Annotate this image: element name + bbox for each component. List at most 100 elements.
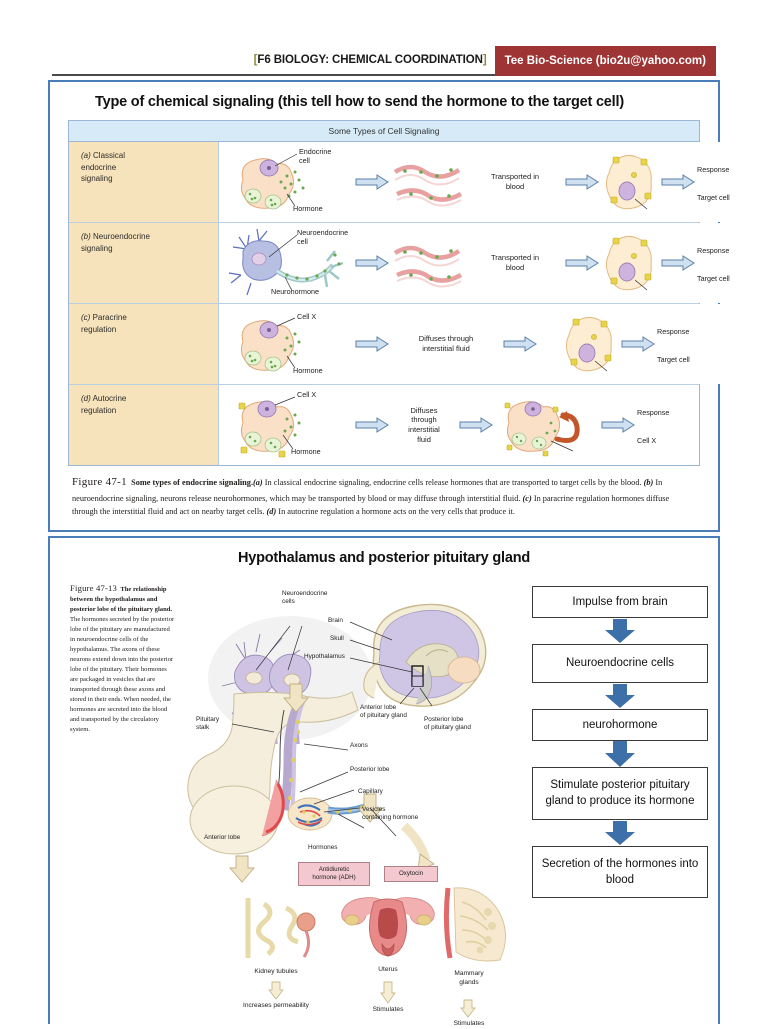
row-label-paracrine: (c) Paracrine regulation xyxy=(69,304,219,384)
label-hormone: Hormone xyxy=(291,447,321,456)
row-diagram-neuroendocrine: Neuroendocrine cell Neurohormone xyxy=(219,223,763,303)
label-neurohormone: Neurohormone xyxy=(271,287,319,296)
text-diffuses-interstitial: Diffuses through interstitial fluid xyxy=(408,405,440,444)
target-cell-illustration xyxy=(565,317,612,372)
target-cell-illustration xyxy=(605,236,652,291)
label-capillary: Capillary xyxy=(358,788,383,795)
label-pituitary-stalk: Pituitary stalk xyxy=(196,716,220,732)
row-tag: (c) xyxy=(81,313,91,322)
figure-number: Figure 47-13 xyxy=(70,583,118,593)
hormone-box-oxytocin: Oxytocin xyxy=(384,866,438,883)
bracket-close: ] xyxy=(482,54,487,66)
flow-step-neurohormone: neurohormone xyxy=(532,708,708,741)
flow-arrow-icon xyxy=(355,174,389,190)
panel1-title: Type of chemical signaling (this tell ho… xyxy=(95,94,624,110)
label-posterior-lobe-inset: Posterior lobe of pituitary gland xyxy=(424,716,471,732)
document-title-text: F6 BIOLOGY: CHEMICAL COORDINATION xyxy=(257,54,483,66)
neuron-illustration xyxy=(228,228,344,296)
down-arrow-icon xyxy=(605,740,635,767)
cell-signaling-table: Some Types of Cell Signaling (a) Classic… xyxy=(68,120,763,466)
label-hormone: Hormone xyxy=(293,366,323,375)
flow-arrow-icon xyxy=(601,417,635,433)
flow-arrow-4 xyxy=(532,820,708,846)
flow-arrow-icon xyxy=(355,255,389,271)
flow-arrow-icon xyxy=(621,336,655,352)
flow-arrow-icon xyxy=(565,174,599,190)
uterus-illustration xyxy=(341,897,435,957)
target-cell-illustration xyxy=(605,155,652,210)
flow-arrow-icon xyxy=(355,336,389,352)
label-kidney-tubules: Kidney tubules xyxy=(254,968,298,975)
table-row: (c) Paracrine regulation xyxy=(69,304,723,385)
flow-arrow-icon xyxy=(355,417,389,433)
row-label-text: Classical endocrine signaling xyxy=(81,151,126,184)
row-label-autocrine: (d) Autocrine regulation xyxy=(69,385,219,465)
panel-hypothalamus-pituitary: Hypothalamus and posterior pituitary gla… xyxy=(48,536,720,1027)
label-anterior-lobe-inset: Anterior lobe of pituitary gland xyxy=(360,704,407,720)
bracket-open: [ xyxy=(253,54,258,66)
label-mammary-glands: Mammary glands xyxy=(454,970,484,986)
label-response: Response xyxy=(697,165,730,174)
caption-lead: Some types of endocrine signaling. xyxy=(131,478,254,487)
label-cell-x-target: Cell X xyxy=(637,436,657,445)
caption-lead: The relationship between the hypothalamu… xyxy=(70,586,173,614)
flow-arrow-icon xyxy=(459,417,493,433)
label-endocrine-cell: Endocrine cell xyxy=(299,147,332,165)
flow-step-stimulate-posterior-pituitary: Stimulate posterior pituitary gland to p… xyxy=(532,766,708,820)
down-arrow-icon xyxy=(605,683,635,708)
cell-x-illustration xyxy=(238,396,301,458)
label-hormone: Hormone xyxy=(293,204,323,213)
table-row: (a) Classical endocrine signaling xyxy=(69,142,763,223)
label-posterior-lobe: Posterior lobe xyxy=(350,766,390,773)
header-title-area: [F6 BIOLOGY: CHEMICAL COORDINATION] xyxy=(52,46,495,76)
row-label-classical-endocrine: (a) Classical endocrine signaling xyxy=(69,142,219,222)
adh-box-label: Antidiuretic hormone (ADH) xyxy=(312,866,356,882)
row-tag: (d) xyxy=(81,394,91,403)
table-row: (d) Autocrine regulation xyxy=(69,385,699,465)
label-hormones: Hormones xyxy=(308,844,338,851)
down-arrow-icon xyxy=(380,981,396,1004)
label-neuroendocrine-cell: Neuroendocrine cell xyxy=(297,228,349,246)
panel-chemical-signaling: Type of chemical signaling (this tell ho… xyxy=(48,80,763,532)
text-transported-in-blood: Transported in blood xyxy=(490,172,540,191)
hypothalamus-anatomical-figure: Neuroendocrine cells Brain Skul xyxy=(182,576,532,1027)
caption-body: The hormones secreted by the posterior l… xyxy=(70,616,175,734)
caption-tag-c: (c) xyxy=(522,493,532,503)
label-response: Response xyxy=(657,327,690,336)
label-uterus-effect: Stimulates xyxy=(372,1006,404,1013)
flow-step-secretion-into-blood: Secretion of the hormones into blood xyxy=(532,845,708,899)
blood-vessel-illustration xyxy=(393,245,463,288)
label-response: Response xyxy=(637,408,670,417)
blood-vessel-illustration xyxy=(393,164,463,207)
caption-body-d: In autocrine regulation a hormone acts o… xyxy=(276,507,515,517)
down-arrow-icon xyxy=(605,820,635,845)
label-increases-permeability: Increases permeability xyxy=(243,1002,309,1009)
row-diagram-classical: Endocrine cell Hormone xyxy=(219,142,763,222)
pituitary-gland-illustration xyxy=(187,683,435,883)
caption-body-c: In paracrine regulation hormones diffuse… xyxy=(72,493,670,517)
flow-arrow-icon xyxy=(565,255,599,271)
table-row: (b) Neuroendocrine signaling xyxy=(69,223,763,304)
cell-x-illustration xyxy=(240,317,301,372)
label-cell-x: Cell X xyxy=(297,390,317,399)
down-arrow-icon xyxy=(605,619,635,644)
flow-step-neuroendocrine-cells: Neuroendocrine cells xyxy=(532,644,708,683)
down-arrow-icon xyxy=(268,981,284,1000)
caption-tag-b: (b) xyxy=(643,478,654,487)
text-transported-in-blood: Transported in blood xyxy=(490,253,540,272)
label-anterior-lobe: Anterior lobe xyxy=(204,834,241,841)
hypothalamus-flowchart: Impulse from brain Neuroendocrine cells … xyxy=(532,576,708,1016)
mammary-gland-illustration xyxy=(443,887,506,962)
row-tag: (a) xyxy=(81,151,91,160)
label-hypothalamus: Hypothalamus xyxy=(304,653,345,660)
flow-arrow-3 xyxy=(532,740,708,767)
label-target-cell: Target cell xyxy=(697,274,730,283)
table-header: Some Types of Cell Signaling xyxy=(69,121,699,142)
page-header: [F6 BIOLOGY: CHEMICAL COORDINATION] Tee … xyxy=(52,46,716,76)
oxytocin-box-label: Oxytocin xyxy=(398,870,424,877)
credit-banner: Tee Bio-Science (bio2u@yahoo.com) xyxy=(494,46,716,76)
caption-body-a: In classical endocrine signaling, endocr… xyxy=(262,478,644,487)
row-tag: (b) xyxy=(81,232,91,241)
flow-arrow-icon xyxy=(661,255,695,271)
row-diagram-autocrine: Cell X Hormone Diffuses through intersti… xyxy=(219,385,699,465)
